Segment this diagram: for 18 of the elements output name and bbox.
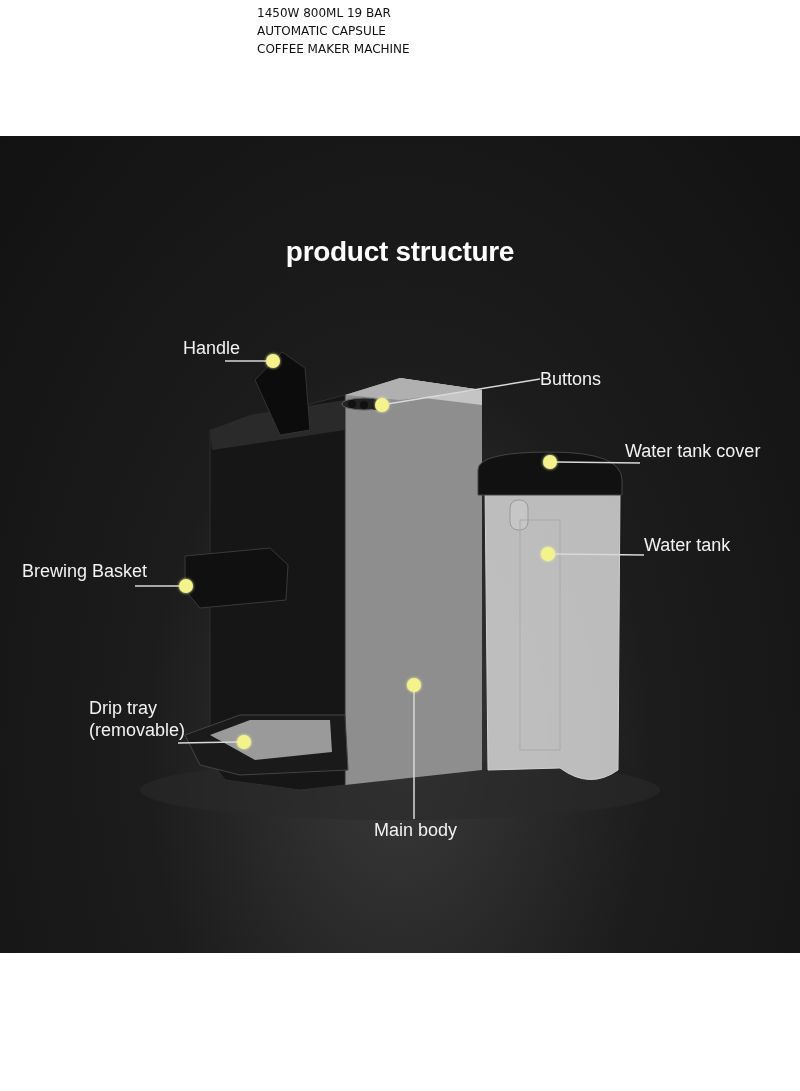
callout-dot xyxy=(266,354,280,368)
part-label: Buttons xyxy=(540,368,622,390)
part-label: Water tank xyxy=(644,534,748,556)
callout-dot xyxy=(179,579,193,593)
leader-line xyxy=(134,585,180,587)
part-label: Drip tray (removable) xyxy=(89,697,207,741)
product-heading-text: 1450W 800ML 19 BAR AUTOMATIC CAPSULE COFFEE MAKER MACHINE xyxy=(257,5,411,58)
part-label: Brewing Basket xyxy=(22,560,172,582)
leader-line xyxy=(388,378,541,405)
part-label: Water tank cover xyxy=(625,440,797,462)
leader-line xyxy=(556,461,641,464)
part-label: Handle xyxy=(183,337,253,359)
leader-line xyxy=(554,553,645,556)
diagram-title: product structure xyxy=(284,236,516,268)
leader-line xyxy=(413,691,415,820)
leader-line xyxy=(224,360,267,362)
leader-line xyxy=(177,741,238,744)
part-label: Main body xyxy=(374,819,474,841)
